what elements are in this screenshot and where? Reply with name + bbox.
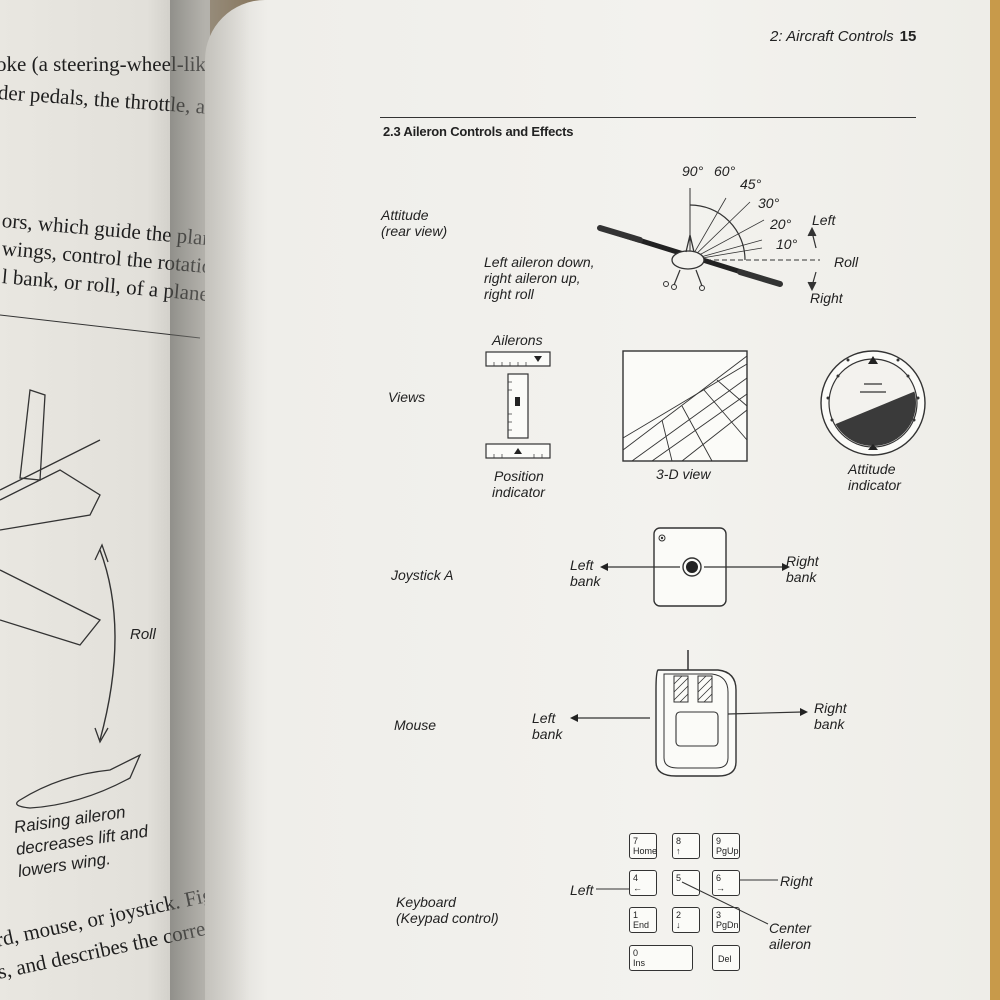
attitude-caption: right aileron up, — [484, 270, 581, 286]
wing-illustration — [0, 314, 201, 809]
three-d-view-label: 3-D view — [656, 466, 711, 482]
attitude-label: Attitude — [381, 207, 429, 223]
book-gutter-shadow — [170, 0, 250, 1000]
joystick-left-bank: bank — [570, 573, 601, 589]
keypad-5-center[interactable]: 5 — [672, 870, 700, 896]
mouse-right-bank: Right — [814, 700, 847, 716]
roll-label: Roll — [834, 254, 859, 270]
section-rule — [380, 117, 916, 118]
angle-label: 20° — [770, 216, 792, 232]
keypad-4-left[interactable]: 4← — [629, 870, 657, 896]
position-indicator — [485, 351, 551, 459]
keyboard-callouts — [596, 879, 778, 925]
keyboard-label: (Keypad control) — [396, 910, 499, 926]
page-edge — [990, 0, 1000, 1000]
ailerons-label: Ailerons — [492, 332, 543, 348]
angle-label: 10° — [776, 236, 798, 252]
keyboard-right-label: Right — [780, 873, 813, 889]
attitude-caption: right roll — [484, 286, 534, 302]
joystick-right-bank: bank — [786, 569, 817, 585]
angle-label: 90° — [682, 163, 704, 179]
position-indicator-label: indicator — [492, 484, 545, 500]
angle-label: 60° — [714, 163, 736, 179]
page-header: 2: Aircraft Controls 15 — [770, 28, 916, 45]
keyboard-label: Keyboard — [396, 894, 456, 910]
right-page — [205, 0, 990, 1000]
mouse-left-bank: bank — [532, 726, 563, 742]
chapter-title: 2: Aircraft Controls — [770, 28, 894, 45]
section-title: 2.3 Aileron Controls and Effects — [383, 124, 574, 139]
attitude-indicator-label: Attitude — [848, 461, 896, 477]
roll-label: Roll — [130, 626, 156, 643]
center-aileron-label: aileron — [769, 936, 812, 952]
keypad-del[interactable]: Del — [712, 945, 740, 971]
arrow-down-icon: ↓ — [676, 920, 681, 930]
joystick-label: Joystick A — [391, 567, 454, 583]
roll-right-label: Right — [810, 290, 843, 306]
joystick-right-bank: Right — [786, 553, 819, 569]
mouse-diagram — [570, 650, 808, 777]
arrow-right-icon: → — [716, 883, 725, 893]
attitude-label: (rear view) — [381, 223, 448, 239]
joystick-left-bank: Left — [570, 557, 594, 573]
keypad-6-right[interactable]: 6→ — [712, 870, 740, 896]
keypad-8-up[interactable]: 8↑ — [672, 833, 700, 859]
center-aileron-label: Center — [769, 920, 812, 936]
mouse-left-bank: Left — [532, 710, 556, 726]
keyboard-left-label: Left — [570, 882, 594, 898]
views-label: Views — [388, 389, 426, 405]
attitude-caption: Left aileron down, — [484, 254, 595, 270]
arrow-left-icon: ← — [633, 883, 642, 893]
keypad-2-down[interactable]: 2↓ — [672, 907, 700, 933]
mouse-label: Mouse — [394, 717, 437, 733]
joystick-diagram — [600, 527, 790, 607]
attitude-indicator — [820, 350, 926, 456]
attitude-diagram — [597, 188, 820, 292]
arrow-up-icon: ↑ — [676, 846, 681, 856]
position-indicator-label: Position — [494, 468, 544, 484]
page-number: 15 — [899, 28, 917, 45]
three-d-view — [622, 350, 748, 462]
angle-label: 30° — [758, 195, 780, 211]
attitude-indicator-label: indicator — [848, 477, 901, 493]
angle-label: 45° — [740, 176, 762, 192]
mouse-right-bank: bank — [814, 716, 845, 732]
roll-left-label: Left — [812, 212, 836, 228]
